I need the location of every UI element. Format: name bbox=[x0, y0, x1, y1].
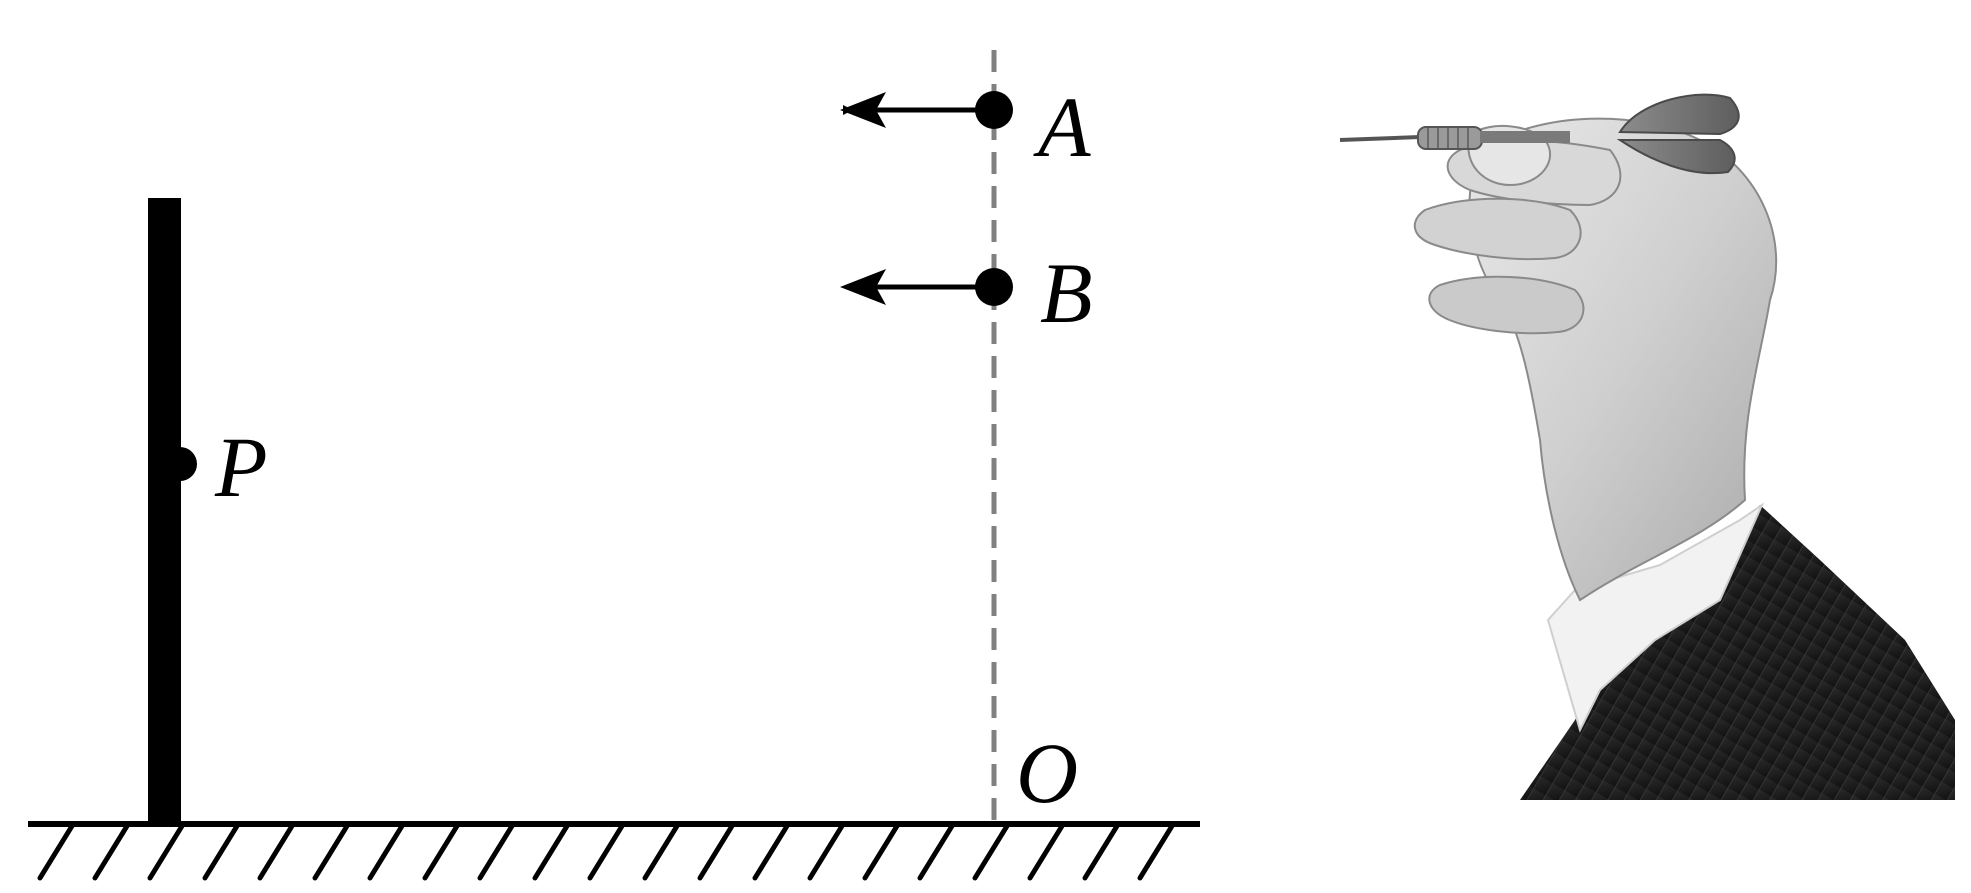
point-p-dot bbox=[163, 447, 197, 481]
finger-3 bbox=[1428, 275, 1585, 335]
ground bbox=[28, 821, 1200, 881]
ground-hatching bbox=[37, 823, 1175, 881]
point-a-dot bbox=[975, 91, 1013, 129]
dart-tip bbox=[1339, 135, 1421, 142]
point-a-label: A bbox=[1033, 79, 1091, 175]
vertical-wall bbox=[148, 198, 181, 826]
finger-2 bbox=[1413, 197, 1582, 261]
suit-sleeve bbox=[1520, 505, 1955, 800]
point-p-label: P bbox=[214, 419, 268, 515]
dart-shaft bbox=[1480, 131, 1570, 143]
arrow-b-head bbox=[840, 269, 886, 305]
dart-flight-top bbox=[1618, 93, 1740, 136]
hand-holding-dart-icon bbox=[1339, 93, 1955, 800]
dart-icon bbox=[1339, 93, 1740, 175]
point-b-dot bbox=[975, 268, 1013, 306]
dart-flight-bottom bbox=[1616, 139, 1736, 175]
dart-barrel-grip bbox=[1427, 128, 1469, 148]
point-b-label: B bbox=[1040, 245, 1093, 341]
arrow-a-head bbox=[840, 92, 886, 128]
origin-label: O bbox=[1016, 725, 1078, 821]
